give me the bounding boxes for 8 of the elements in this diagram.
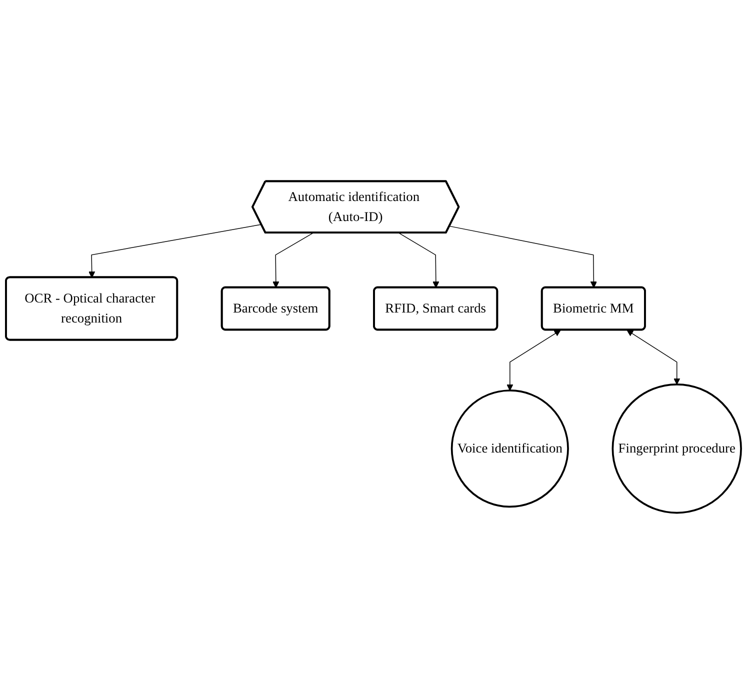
arrow: [506, 330, 561, 391]
node-circle: Voice identification: [450, 390, 569, 508]
arrow: [88, 224, 262, 278]
arrow: [449, 226, 597, 288]
node-circle: Fingerprint procedure: [612, 384, 742, 514]
arrow: [626, 330, 680, 385]
arrow: [272, 232, 314, 288]
arrow: [398, 232, 440, 288]
